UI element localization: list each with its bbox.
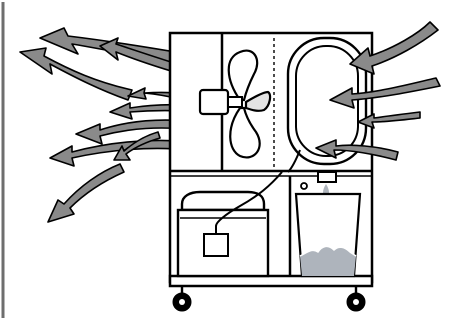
- cabinet-base: [170, 276, 372, 286]
- compressor-label-plate: [204, 234, 228, 256]
- fan-motor: [200, 90, 228, 114]
- water-bucket-icon: [296, 194, 360, 276]
- air-exhaust-arrow-icon: [48, 164, 124, 222]
- caster-wheels: [173, 286, 365, 311]
- compressor-lid: [182, 192, 264, 210]
